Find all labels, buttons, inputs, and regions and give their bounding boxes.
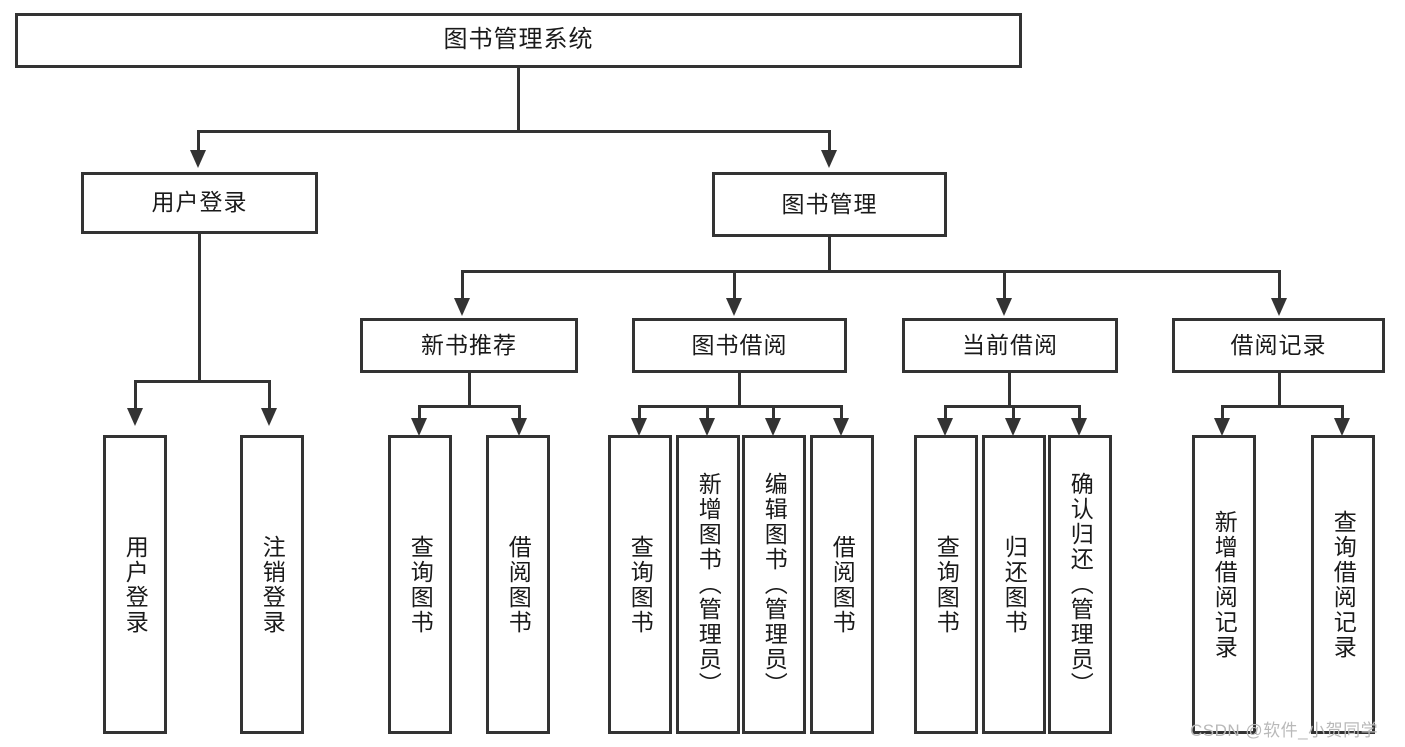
edge-book-borrow-drop-4 <box>840 405 843 423</box>
arrowhead-return-book <box>1005 418 1021 436</box>
node-book-management[interactable]: 图书管理 <box>712 172 947 237</box>
node-user-login[interactable]: 用户登录 <box>81 172 318 234</box>
edge-book-mgmt-drop-2 <box>733 270 736 300</box>
node-label: 归还图书 <box>1001 534 1028 635</box>
node-label: 新增图书（管理员） <box>695 472 722 697</box>
leaf-query-borrow-record[interactable]: 查询借阅记录 <box>1311 435 1375 734</box>
arrowhead-add-book <box>699 418 715 436</box>
leaf-add-book-admin[interactable]: 新增图书（管理员） <box>676 435 740 734</box>
node-new-book-recommend[interactable]: 新书推荐 <box>360 318 578 373</box>
leaf-return-book[interactable]: 归还图书 <box>982 435 1046 734</box>
edge-book-mgmt-bus <box>461 270 1281 273</box>
leaf-edit-book-admin[interactable]: 编辑图书（管理员） <box>742 435 806 734</box>
node-book-borrow[interactable]: 图书借阅 <box>632 318 847 373</box>
watermark: CSDN @软件_小贺同学 <box>1190 721 1379 740</box>
edge-current-borrow-drop-2 <box>1012 405 1015 423</box>
edge-book-borrow-stem <box>738 373 741 408</box>
node-label: 查询借阅记录 <box>1330 509 1357 660</box>
node-label: 确认归还（管理员） <box>1067 472 1094 697</box>
edge-user-login-drop-2 <box>268 380 271 410</box>
edge-root-to-user-login <box>197 130 200 152</box>
leaf-query-book-borrow[interactable]: 查询图书 <box>608 435 672 734</box>
edge-borrow-record-drop-1 <box>1221 405 1224 423</box>
edge-root-to-book-mgmt <box>828 130 831 152</box>
edge-user-login-bus <box>134 380 271 383</box>
arrowhead-borrow-book-2 <box>833 418 849 436</box>
arrowhead-query-book-3 <box>937 418 953 436</box>
arrowhead-book-mgmt <box>821 150 837 168</box>
arrowhead-leaf-logout <box>261 408 277 426</box>
edge-book-mgmt-drop-1 <box>461 270 464 300</box>
arrowhead-book-borrow <box>726 298 742 316</box>
edge-new-book-drop-2 <box>518 405 521 423</box>
node-label: 借阅图书 <box>829 534 856 635</box>
edge-borrow-record-stem <box>1278 373 1281 408</box>
arrowhead-user-login <box>190 150 206 168</box>
node-label: 用户登录 <box>151 189 248 216</box>
leaf-confirm-return-admin[interactable]: 确认归还（管理员） <box>1048 435 1112 734</box>
edge-new-book-bus <box>418 405 521 408</box>
node-label: 查询图书 <box>627 534 654 635</box>
node-label: 图书管理 <box>781 190 878 217</box>
edge-book-borrow-drop-2 <box>706 405 709 423</box>
node-label: 查询图书 <box>933 534 960 635</box>
leaf-logout[interactable]: 注销登录 <box>240 435 304 734</box>
arrowhead-query-book-2 <box>631 418 647 436</box>
edge-user-login-drop-1 <box>134 380 137 410</box>
node-label: 新增借阅记录 <box>1211 509 1238 660</box>
edge-root-stem <box>517 68 520 132</box>
edge-new-book-drop-1 <box>418 405 421 423</box>
edge-book-borrow-bus <box>638 405 843 408</box>
arrowhead-add-borrow-record <box>1214 418 1230 436</box>
arrowhead-leaf-user-login <box>127 408 143 426</box>
edge-book-borrow-drop-3 <box>772 405 775 423</box>
arrowhead-confirm-return <box>1071 418 1087 436</box>
node-label: 图书借阅 <box>691 331 788 358</box>
arrowhead-current-borrow <box>996 298 1012 316</box>
edge-book-mgmt-drop-4 <box>1278 270 1281 300</box>
node-current-borrow[interactable]: 当前借阅 <box>902 318 1118 373</box>
arrowhead-new-book-recommend <box>454 298 470 316</box>
edge-current-borrow-drop-1 <box>944 405 947 423</box>
edge-book-borrow-drop-1 <box>638 405 641 423</box>
edge-new-book-stem <box>468 373 471 408</box>
node-label: 当前借阅 <box>962 331 1058 358</box>
leaf-query-book-recommend[interactable]: 查询图书 <box>388 435 452 734</box>
node-label: 新书推荐 <box>421 331 517 358</box>
node-label: 借阅记录 <box>1230 331 1327 358</box>
leaf-borrow-book-recommend[interactable]: 借阅图书 <box>486 435 550 734</box>
edge-user-login-stem <box>198 234 201 382</box>
arrowhead-borrow-record <box>1271 298 1287 316</box>
node-label: 用户登录 <box>122 534 149 635</box>
node-label: 借阅图书 <box>505 534 532 635</box>
node-root-system[interactable]: 图书管理系统 <box>15 13 1022 68</box>
node-label: 查询图书 <box>407 534 434 635</box>
node-label: 注销登录 <box>259 534 286 635</box>
edge-borrow-record-drop-2 <box>1341 405 1344 423</box>
node-label: 编辑图书（管理员） <box>761 472 788 697</box>
arrowhead-query-borrow-record <box>1334 418 1350 436</box>
edge-book-mgmt-stem <box>828 237 831 272</box>
arrowhead-edit-book <box>765 418 781 436</box>
edge-root-bus <box>197 130 831 133</box>
leaf-query-book-current[interactable]: 查询图书 <box>914 435 978 734</box>
arrowhead-query-book-1 <box>411 418 427 436</box>
arrowhead-borrow-book-1 <box>511 418 527 436</box>
edge-current-borrow-drop-3 <box>1078 405 1081 423</box>
node-borrow-record[interactable]: 借阅记录 <box>1172 318 1385 373</box>
edge-book-mgmt-drop-3 <box>1003 270 1006 300</box>
leaf-borrow-book[interactable]: 借阅图书 <box>810 435 874 734</box>
leaf-add-borrow-record[interactable]: 新增借阅记录 <box>1192 435 1256 734</box>
edge-borrow-record-bus <box>1221 405 1344 408</box>
edge-current-borrow-stem <box>1008 373 1011 408</box>
leaf-user-login[interactable]: 用户登录 <box>103 435 167 734</box>
node-label: 图书管理系统 <box>443 26 594 54</box>
